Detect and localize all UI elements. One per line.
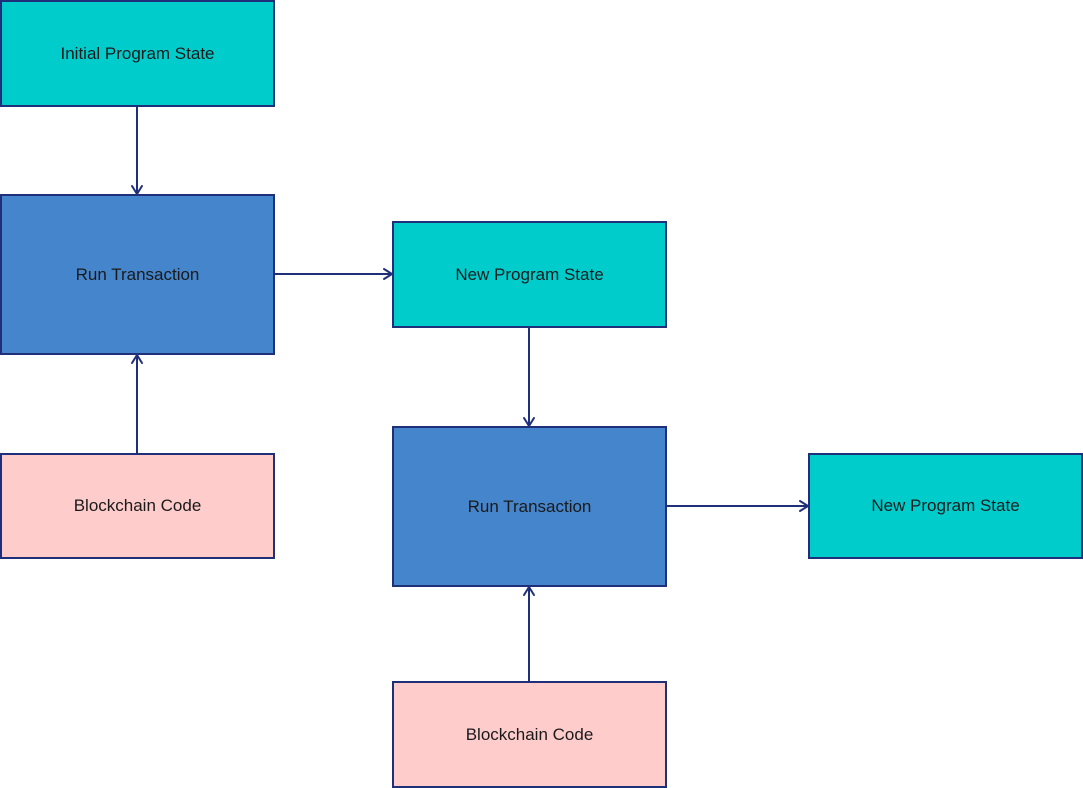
node-label: Run Transaction <box>467 496 592 516</box>
node-label: Blockchain Code <box>73 496 202 515</box>
edge-run-transaction-2-to-new-state-2 <box>666 500 809 512</box>
edge-initial-to-run-transaction-1 <box>131 106 143 195</box>
run-transaction-node-2: Run Transaction <box>392 426 667 587</box>
run-transaction-node-1: Run Transaction <box>0 194 275 355</box>
node-label: Blockchain Code <box>465 724 594 744</box>
edge-new-state-1-to-run-transaction-2 <box>523 327 535 427</box>
node-label: Initial Program State <box>60 43 215 63</box>
blockchain-code-node-1: Blockchain Code <box>0 453 275 559</box>
node-label: Run Transaction <box>75 264 200 284</box>
edge-code-1-to-run-transaction-1 <box>131 354 143 454</box>
edge-run-transaction-1-to-new-state-1 <box>274 268 393 280</box>
new-program-state-node-2: New Program State <box>808 453 1083 559</box>
initial-program-state-node: Initial Program State <box>0 0 275 107</box>
node-label: New Program State <box>455 264 604 284</box>
blockchain-code-node-2: Blockchain Code <box>392 681 667 788</box>
new-program-state-node-1: New Program State <box>392 221 667 328</box>
edge-code-2-to-run-transaction-2 <box>523 586 535 682</box>
node-label: New Program State <box>871 496 1020 515</box>
